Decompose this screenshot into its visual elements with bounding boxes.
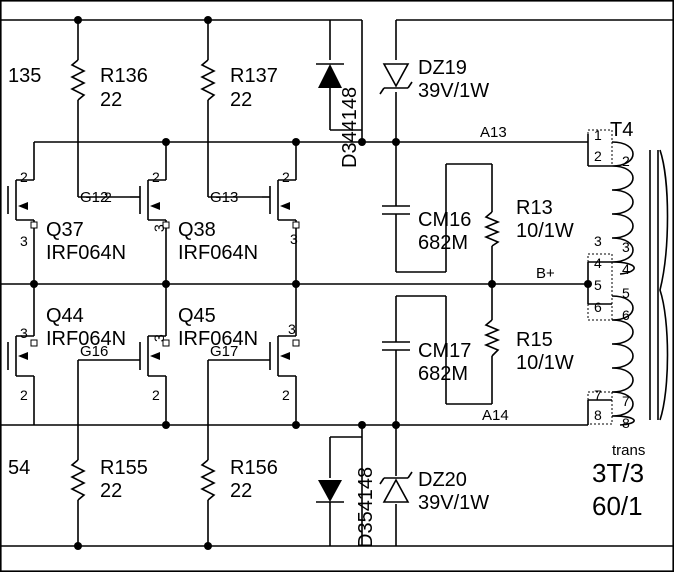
q38-part: IRF064N bbox=[178, 242, 258, 264]
t4-pin6a: 6 bbox=[594, 299, 602, 315]
r155-ref: R155 bbox=[100, 457, 148, 479]
d34-ref: D344148 bbox=[339, 87, 361, 168]
r136-value: 22 bbox=[100, 89, 122, 111]
mid-rail bbox=[0, 261, 612, 305]
r13-ref: R13 bbox=[516, 197, 553, 219]
q38-ref: Q38 bbox=[178, 219, 216, 241]
resistor-r137 bbox=[200, 20, 262, 198]
q38l-pin2: 2 bbox=[152, 169, 160, 185]
r155-value: 22 bbox=[100, 480, 122, 502]
t4-spec-line2: 60/1 bbox=[592, 491, 643, 521]
q38r-pin2: 2 bbox=[282, 169, 290, 185]
q45l-pin3: 3 bbox=[151, 334, 167, 342]
net-a13: A13 bbox=[480, 124, 507, 141]
cm17-value: 682M bbox=[418, 363, 468, 385]
a13-rail bbox=[34, 134, 612, 167]
t4-spec-line1: 3T/3 bbox=[592, 458, 644, 488]
q44-pin3: 3 bbox=[20, 325, 28, 341]
cm16-value: 682M bbox=[418, 232, 468, 254]
gate-g12: G12 bbox=[80, 189, 108, 206]
t4-pin8a: 8 bbox=[594, 407, 602, 423]
q45-ref: Q45 bbox=[178, 305, 216, 327]
d35-ref: D354148 bbox=[355, 467, 377, 548]
mosfet-q45-right bbox=[208, 284, 300, 425]
r137-value: 22 bbox=[230, 89, 252, 111]
zener-dz20 bbox=[379, 471, 413, 503]
resistor-r136 bbox=[70, 20, 130, 198]
q44-pin2: 2 bbox=[20, 387, 28, 403]
q44-ref: Q44 bbox=[46, 305, 84, 327]
q37-part: IRF064N bbox=[46, 242, 126, 264]
t4-pin4a: 4 bbox=[594, 255, 602, 271]
r137-ref: R137 bbox=[230, 65, 278, 87]
q38r-pin3: 3 bbox=[290, 231, 298, 247]
t4-pin7b: 7 bbox=[622, 393, 630, 409]
diode-d34 bbox=[316, 63, 344, 88]
gate-g17: G17 bbox=[210, 343, 238, 360]
q37-pin3: 3 bbox=[20, 233, 28, 249]
resistor-r155 bbox=[70, 360, 86, 550]
r156-ref: R156 bbox=[230, 457, 278, 479]
cm17-ref: CM17 bbox=[418, 340, 471, 362]
r15-ref: R15 bbox=[516, 329, 553, 351]
g12-pin2: 2 bbox=[104, 189, 112, 205]
mosfet-q37 bbox=[7, 142, 38, 284]
mosfet-q45-left bbox=[78, 284, 170, 425]
q38l-pin3: 3 bbox=[151, 224, 167, 232]
t4-pin3a: 3 bbox=[594, 233, 602, 249]
mosfet-q44 bbox=[7, 284, 38, 425]
mosfet-q38-left bbox=[130, 142, 170, 284]
mosfet-q38-right bbox=[262, 142, 300, 284]
resistor-r156 bbox=[200, 360, 216, 550]
r13-value: 10/1W bbox=[516, 220, 574, 242]
q45-part: IRF064N bbox=[178, 328, 258, 350]
r15-value: 10/1W bbox=[516, 352, 574, 374]
r135-label: 135 bbox=[8, 65, 41, 87]
r154-label: 54 bbox=[8, 457, 30, 479]
t4-pin6b: 6 bbox=[622, 307, 630, 323]
t4-caption: trans bbox=[612, 442, 645, 459]
zener-dz19 bbox=[379, 63, 413, 95]
t4-pin2b: 2 bbox=[622, 153, 630, 169]
gate-g16: G16 bbox=[80, 343, 108, 360]
t4-pin5a: 5 bbox=[594, 277, 602, 293]
net-bplus: B+ bbox=[536, 265, 555, 282]
t4-pin4b: 4 bbox=[622, 261, 630, 277]
t4-pin2a: 2 bbox=[594, 148, 602, 164]
dz20-value: 39V/1W bbox=[418, 492, 489, 514]
a14-rail bbox=[0, 399, 612, 429]
snubber-cm16 bbox=[382, 142, 501, 284]
diode-d35 bbox=[316, 480, 344, 503]
bottom-rail bbox=[0, 425, 674, 547]
snubber-cm17 bbox=[382, 284, 501, 425]
q37-ref: Q37 bbox=[46, 219, 84, 241]
r156-value: 22 bbox=[230, 480, 252, 502]
q37-pin2: 2 bbox=[20, 169, 28, 185]
transformer-t4 bbox=[587, 129, 669, 426]
t4-pin1a: 1 bbox=[594, 127, 602, 143]
t4-pin7a: 7 bbox=[594, 387, 602, 403]
q45l-pin2: 2 bbox=[152, 387, 160, 403]
t4-ref: T4 bbox=[610, 119, 633, 141]
cm16-ref: CM16 bbox=[418, 209, 471, 231]
r136-ref: R136 bbox=[100, 65, 148, 87]
dz19-value: 39V/1W bbox=[418, 80, 489, 102]
net-a14: A14 bbox=[482, 407, 509, 424]
dz19-ref: DZ19 bbox=[418, 57, 467, 79]
t4-pin5b: 5 bbox=[622, 285, 630, 301]
t4-pin3b: 3 bbox=[622, 239, 630, 255]
q45r-pin3: 3 bbox=[288, 321, 296, 337]
gate-g13: G13 bbox=[210, 189, 238, 206]
q44-part: IRF064N bbox=[46, 328, 126, 350]
dz20-ref: DZ20 bbox=[418, 469, 467, 491]
t4-pin8b: 8 bbox=[622, 415, 630, 431]
q45r-pin2: 2 bbox=[282, 387, 290, 403]
